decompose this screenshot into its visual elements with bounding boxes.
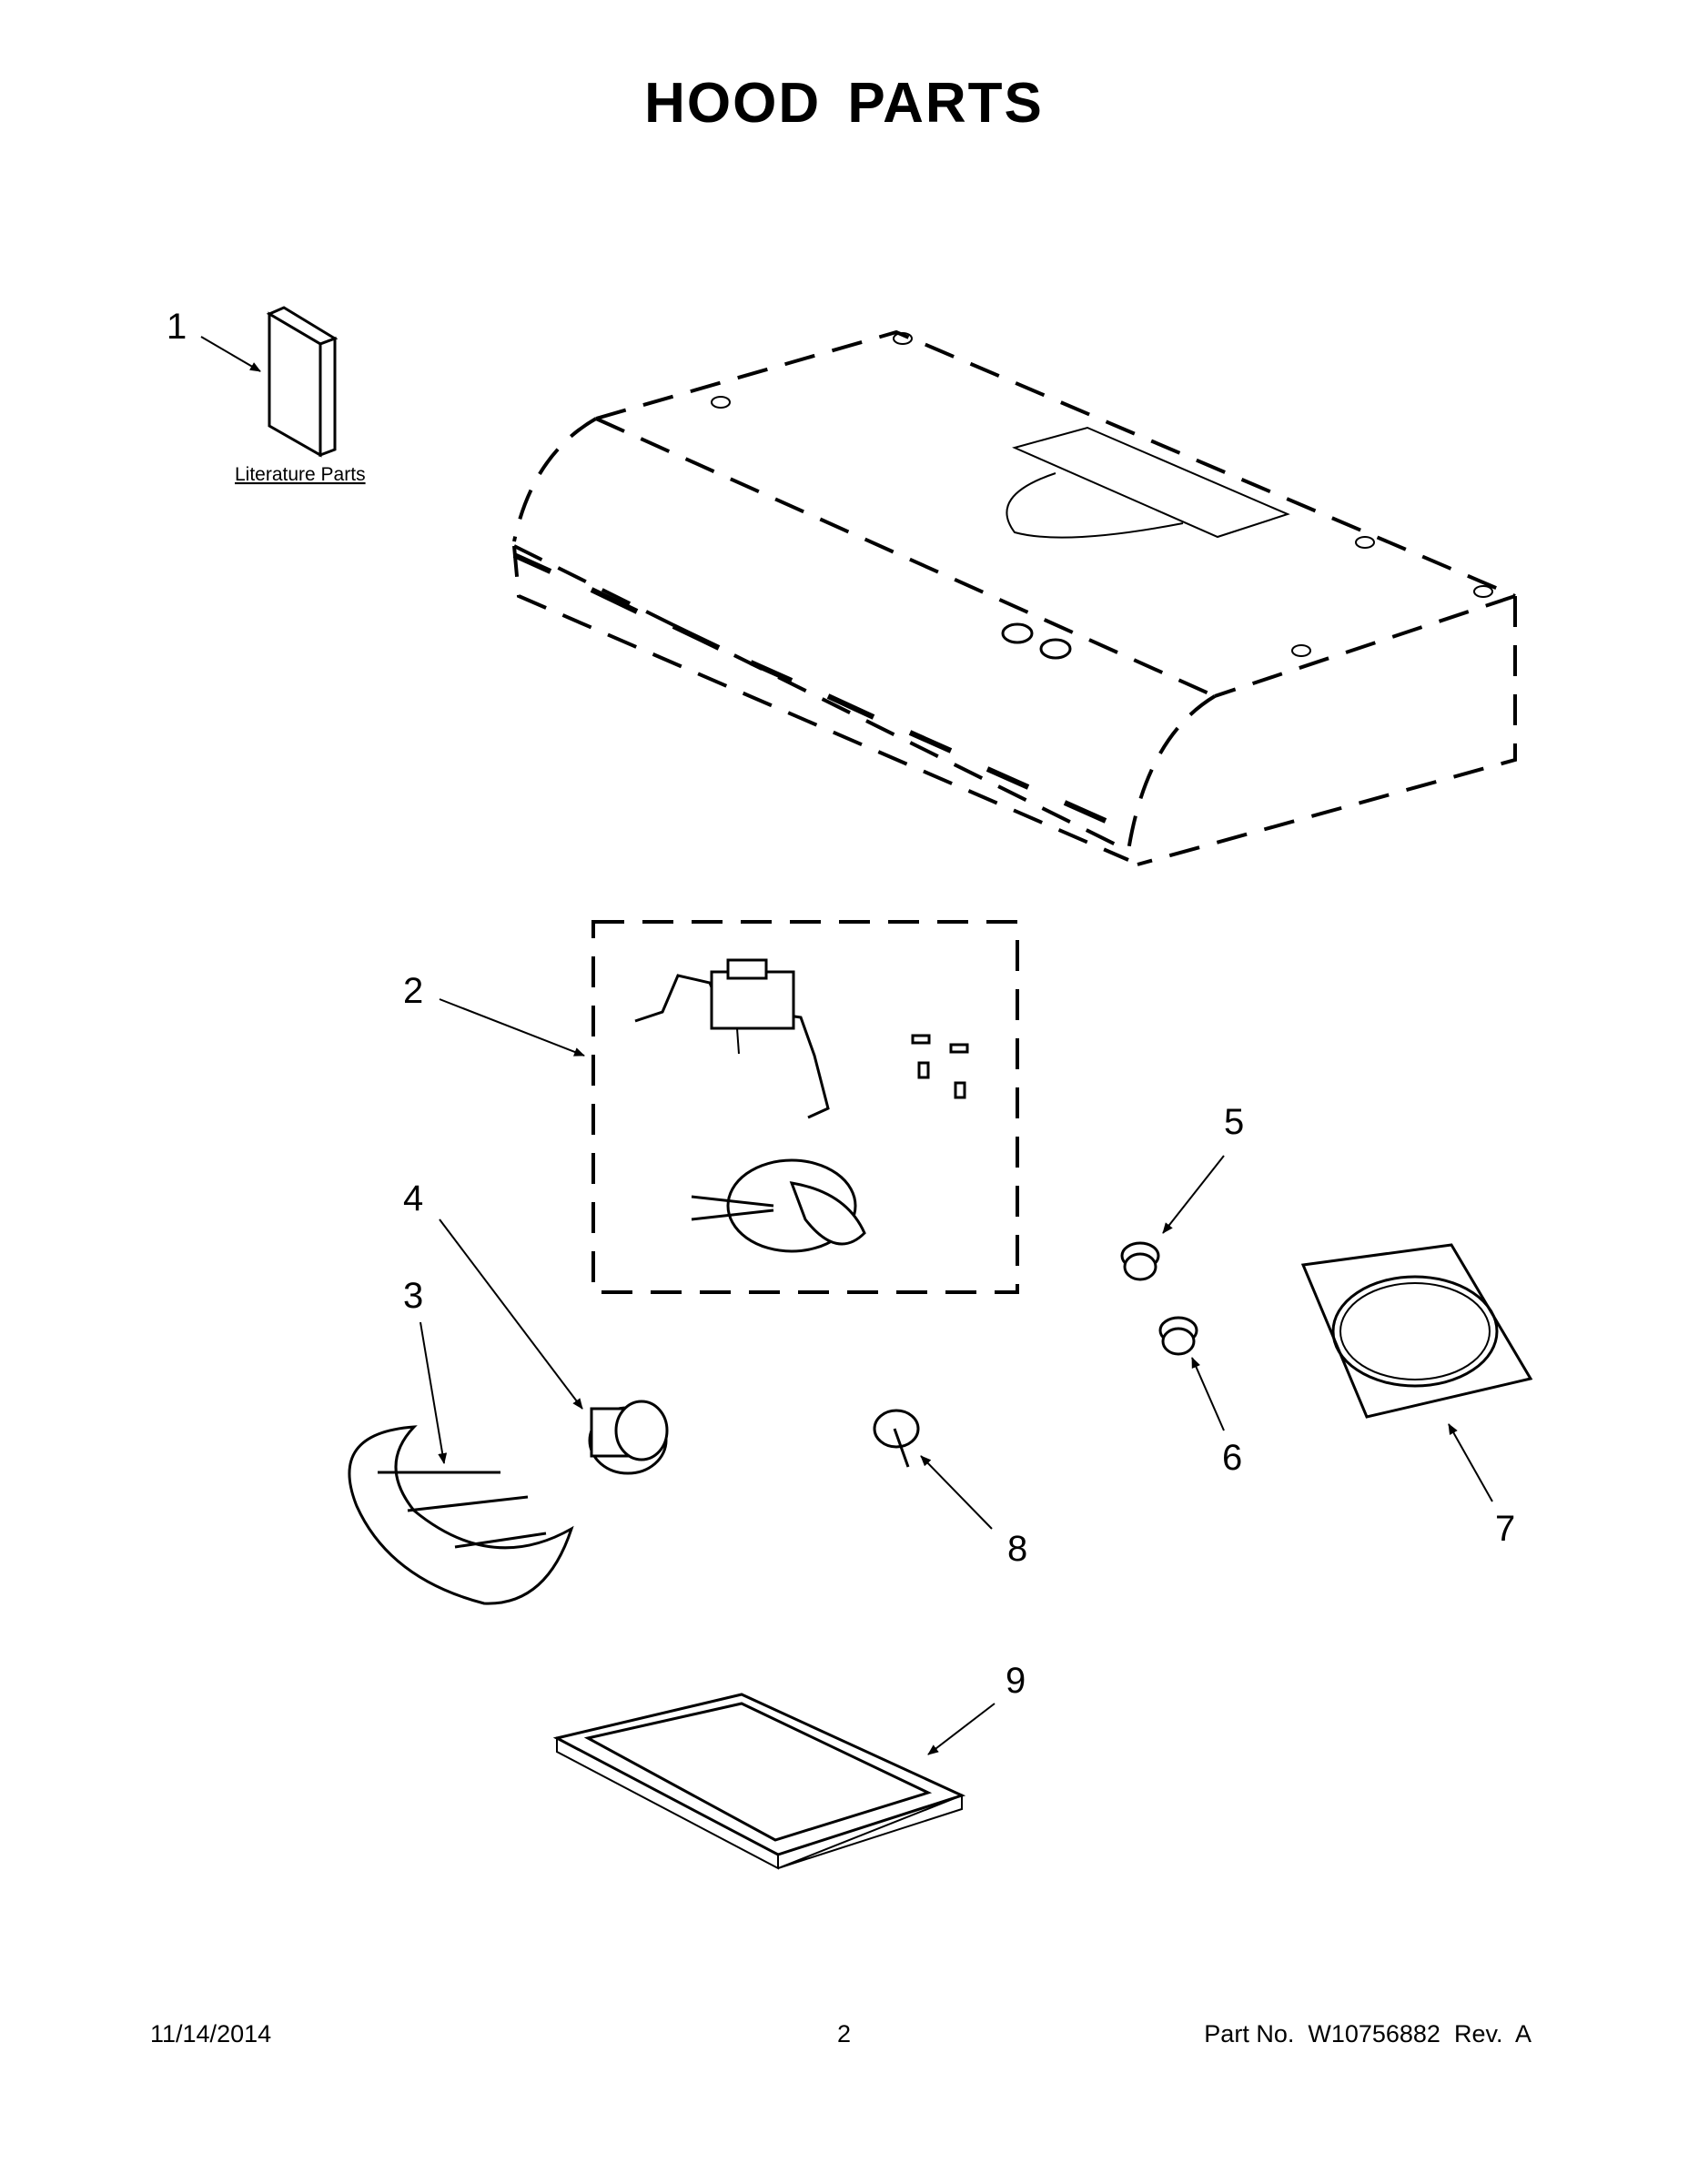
callout-3: 3 [403, 1276, 423, 1316]
callout-arrow-8 [920, 1455, 993, 1530]
callout-arrow-6 [1191, 1357, 1225, 1431]
callout-2: 2 [403, 971, 423, 1011]
footer-part-number: Part No. W10756882 Rev. A [1204, 2020, 1531, 2048]
callout-1: 1 [167, 307, 187, 347]
duct-plate-part[interactable] [1300, 1243, 1533, 1419]
callout-arrow-2 [439, 998, 585, 1057]
callout-arrow-3 [419, 1321, 448, 1464]
knob-part[interactable] [873, 1409, 920, 1468]
callout-9: 9 [1006, 1661, 1026, 1701]
motor-fan-kit[interactable] [591, 920, 1019, 1294]
light-hole-left [1001, 622, 1034, 644]
filter-clip-part[interactable] [348, 1425, 574, 1605]
literature-part[interactable] [266, 306, 339, 458]
grease-filter-part[interactable] [552, 1693, 966, 1870]
callout-7: 7 [1495, 1509, 1515, 1549]
footer-page-number: 2 [836, 2020, 852, 2048]
light-hole-right [1039, 638, 1072, 660]
hood-body[interactable] [512, 329, 1517, 866]
callout-arrow-9 [927, 1703, 996, 1755]
callout-arrow-7 [1448, 1423, 1493, 1502]
footer-date: 11/14/2014 [150, 2020, 272, 2048]
callout-arrow-5 [1162, 1155, 1225, 1234]
callout-5: 5 [1224, 1102, 1244, 1142]
callout-arrow-4 [439, 1218, 583, 1410]
callout-4: 4 [403, 1178, 423, 1218]
hood-front-vents [512, 552, 1107, 824]
literature-parts-label: Literature Parts [235, 464, 366, 485]
footer-part-number-text: Part No. W10756882 Rev. A [1204, 2020, 1531, 2048]
callout-6: 6 [1222, 1438, 1242, 1478]
callout-arrow-1 [200, 336, 261, 372]
switch-5-part[interactable] [1120, 1241, 1160, 1281]
page-title: HOOD PARTS [644, 72, 1044, 135]
callout-8: 8 [1007, 1529, 1027, 1569]
capacitor-part[interactable] [588, 1400, 669, 1475]
switch-6-part[interactable] [1158, 1316, 1198, 1356]
